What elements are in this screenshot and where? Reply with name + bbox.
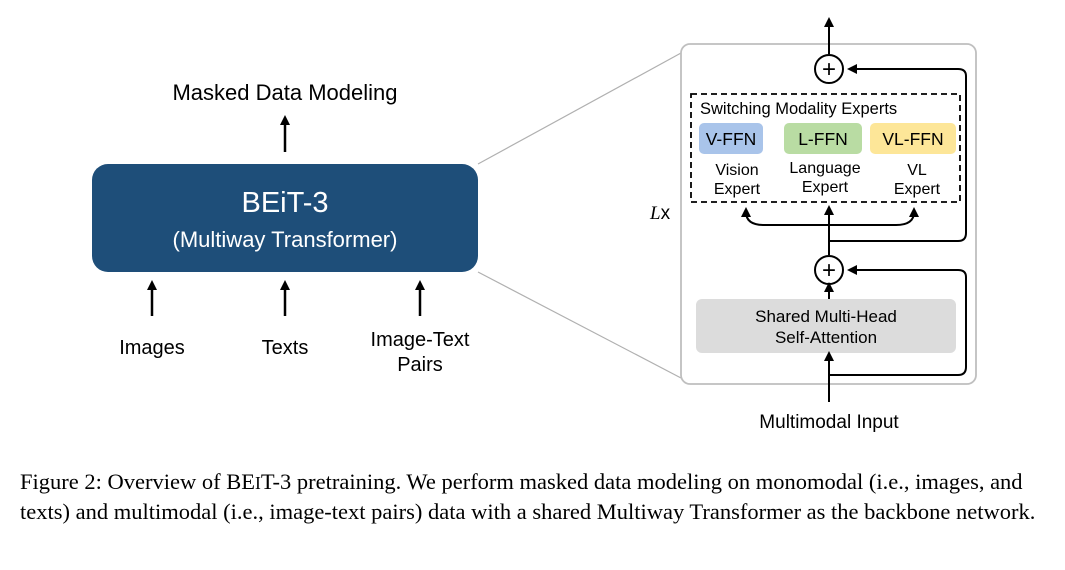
attention-label-2: Self-Attention [775, 328, 877, 347]
repeat-label-l: L [649, 203, 661, 224]
experts-title: Switching Modality Experts [700, 100, 897, 118]
residual-add-top [814, 54, 844, 84]
expert-box-lffn [784, 123, 862, 154]
expert-box-vffn [699, 123, 763, 154]
switching-experts-region [690, 93, 961, 203]
beit3-overview-diagram: Masked Data Modeling BEiT-3 (Multiway Tr… [92, 17, 977, 433]
zoom-line-bottom [477, 271, 682, 379]
repeat-label-x: x [661, 203, 671, 224]
expert-desc-lffn-2: Expert [802, 179, 849, 196]
expert-desc-vlffn-2: Expert [894, 181, 941, 198]
expert-desc-vlffn-1: VL [907, 162, 927, 179]
input-label-pairs-line2: Pairs [397, 354, 443, 376]
caption-smallcaps: I [254, 473, 261, 493]
expert-box-vlffn [870, 123, 956, 154]
expert-desc-vffn-1: Vision [715, 162, 758, 179]
expert-name-vlffn: VL-FFN [882, 129, 943, 149]
repeat-label: Lx [649, 203, 671, 224]
route-to-vlffn [829, 207, 919, 226]
caption-rest: T-3 pretraining. We perform masked data … [20, 469, 1036, 524]
caption-prefix: Figure 2: Overview of BE [20, 469, 255, 494]
model-title: BEiT-3 [241, 187, 328, 219]
block-input-label: Multimodal Input [759, 412, 899, 433]
shared-attention-box [696, 299, 956, 353]
figure-caption: Figure 2: Overview of BEIT-3 pretraining… [20, 468, 1050, 525]
expert-desc-vffn-2: Expert [714, 181, 761, 198]
add-symbol-bottom: + [822, 257, 836, 284]
zoom-line-top [477, 52, 682, 165]
residual-path-attention [829, 265, 967, 376]
beit3-model-box [92, 164, 478, 272]
input-label-pairs-line1: Image-Text [371, 329, 470, 351]
input-label-texts: Texts [262, 337, 309, 359]
attention-label-1: Shared Multi-Head [755, 307, 897, 326]
expert-name-vffn: V-FFN [706, 129, 757, 149]
model-subtitle: (Multiway Transformer) [173, 227, 398, 252]
residual-path-experts [829, 64, 967, 242]
input-label-images: Images [119, 337, 185, 359]
expert-name-lffn: L-FFN [798, 129, 848, 149]
add-symbol-top: + [822, 56, 836, 83]
output-label: Masked Data Modeling [172, 80, 397, 105]
expert-desc-lffn-1: Language [789, 160, 860, 177]
route-to-vffn [741, 207, 829, 226]
